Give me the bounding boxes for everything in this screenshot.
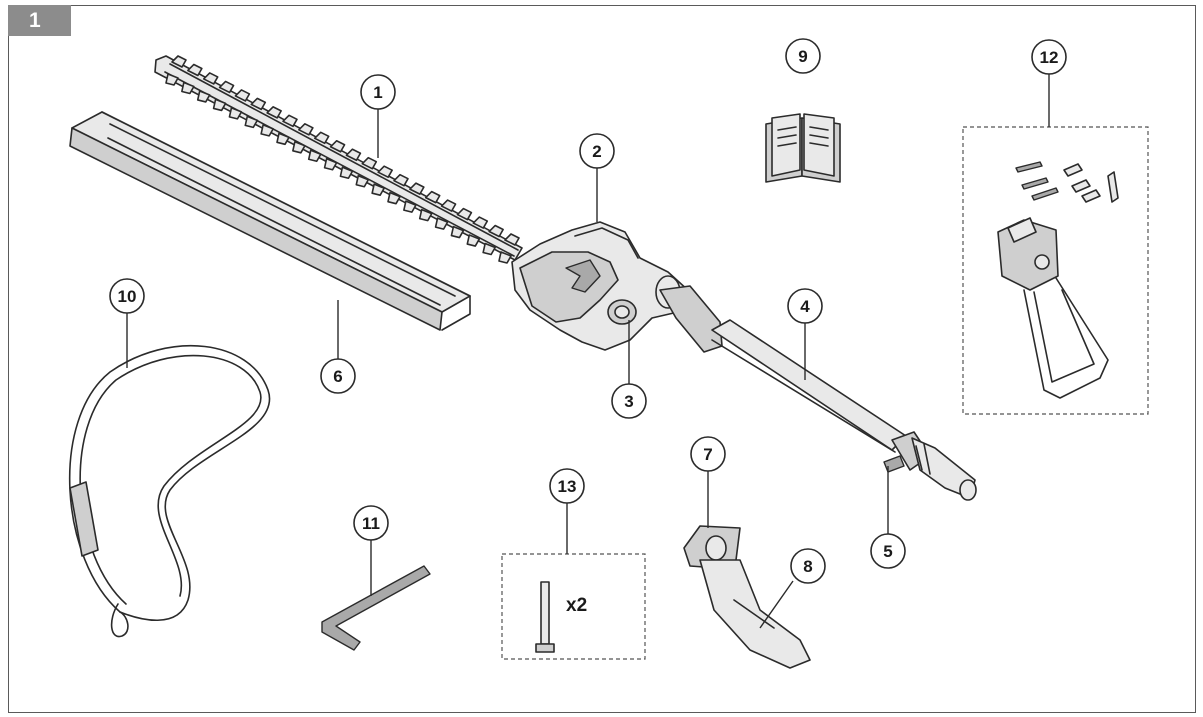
blade-tooth-top: [377, 165, 393, 178]
callout-3-label: 3: [624, 392, 633, 411]
blade-tooth-top: [345, 148, 362, 162]
clamp-lever-drawing: [683, 525, 811, 669]
blade-tooth-bottom: [276, 132, 290, 146]
callout-5: 5: [870, 533, 906, 569]
callout-1-label: 1: [373, 83, 382, 102]
blade-tooth-bottom: [307, 149, 322, 163]
shoulder-strap-drawing: [68, 344, 271, 638]
callout-6: 6: [320, 358, 356, 394]
gear-head-drawing: [511, 221, 691, 351]
blade-tooth-top: [504, 233, 520, 246]
blade-tooth-top: [171, 55, 187, 68]
blade-tooth-bottom: [371, 183, 385, 196]
callout-9: 9: [785, 38, 821, 74]
blade-tooth-bottom: [387, 191, 401, 205]
blade-tooth-bottom: [165, 73, 179, 86]
blade-tooth-bottom: [228, 107, 243, 120]
blade-tooth-top: [202, 72, 219, 85]
blade-tooth-bottom: [181, 81, 195, 95]
blade-tooth-bottom: [196, 90, 211, 103]
blade-tooth-bottom: [434, 217, 449, 230]
blade-tooth-top: [488, 224, 504, 238]
callout-7: 7: [690, 436, 726, 472]
blade-drawing: [154, 55, 523, 264]
blade-tooth-top: [234, 89, 251, 102]
callout-8: 8: [790, 548, 826, 584]
callout-4: 4: [787, 288, 823, 324]
blade-tooth-bottom: [212, 98, 227, 112]
callout-11: 11: [353, 505, 389, 541]
callout-11-label: 11: [362, 514, 380, 533]
callout-6-label: 6: [333, 367, 342, 386]
callout-13: 13: [549, 468, 585, 504]
callout-8-label: 8: [803, 557, 812, 576]
callout-1: 1: [360, 74, 396, 110]
shaft-connector-drawing: [883, 431, 977, 501]
blade-tooth-bottom: [355, 174, 370, 188]
hex-key-drawing: [321, 565, 431, 651]
blade-tooth-top: [313, 131, 330, 145]
callout-5-label: 5: [883, 542, 892, 561]
blade-tooth-bottom: [323, 157, 338, 171]
callout-12-label: 12: [1040, 48, 1059, 67]
blade-tooth-bottom: [260, 124, 274, 137]
blade-tooth-top: [250, 97, 267, 111]
blade-tooth-top: [456, 207, 473, 221]
blade-tooth-bottom: [466, 234, 481, 247]
blade-tooth-top: [472, 216, 489, 229]
bolt-kit-drawing: [501, 553, 646, 660]
manual-book-icon: [765, 113, 841, 183]
callout-10-label: 10: [118, 287, 137, 306]
blade-tooth-bottom: [403, 200, 417, 213]
blade-tooth-bottom: [418, 208, 433, 222]
blade-tooth-top: [218, 80, 235, 94]
figure-frame: [8, 5, 1196, 713]
blade-tooth-bottom: [450, 225, 465, 239]
bolt-quantity: x2: [566, 595, 587, 616]
callout-4-label: 4: [800, 297, 810, 316]
blade-tooth-top: [329, 139, 346, 153]
blade-tooth-bottom: [339, 166, 354, 180]
blade-tooth-top: [393, 173, 409, 187]
callout-2: 2: [579, 133, 615, 169]
callout-3: 3: [611, 383, 647, 419]
blade-tooth-bottom: [292, 141, 306, 154]
blade-tooth-top: [440, 199, 457, 212]
blade-tooth-bottom: [482, 242, 496, 256]
blade-tooth-top: [361, 156, 378, 170]
blade-tooth-top: [298, 123, 314, 136]
leader-lines: [126, 74, 1050, 629]
blade-tooth-bottom: [498, 251, 512, 264]
callout-7-label: 7: [703, 445, 712, 464]
callout-10: 10: [109, 278, 145, 314]
blade-tooth-top: [187, 63, 203, 77]
handle-kit-drawing: [962, 126, 1149, 415]
blade-tooth-top: [424, 190, 441, 204]
callout-2-label: 2: [592, 142, 601, 161]
blade-tooth-bottom: [244, 115, 259, 129]
callout-12: 12: [1031, 39, 1067, 75]
callout-9-label: 9: [798, 47, 807, 66]
callouts: 1 2 3 4 5 6 7 8: [109, 38, 1067, 584]
shaft-drawing: [659, 285, 907, 453]
figure-number-tab: 1: [8, 5, 71, 36]
blade-tooth-top: [409, 182, 425, 195]
blade-guard-drawing: [69, 111, 471, 331]
callout-13-label: 13: [558, 477, 577, 496]
blade-tooth-top: [282, 114, 298, 128]
figure-number: 1: [29, 9, 41, 32]
blade-tooth-top: [266, 106, 282, 119]
